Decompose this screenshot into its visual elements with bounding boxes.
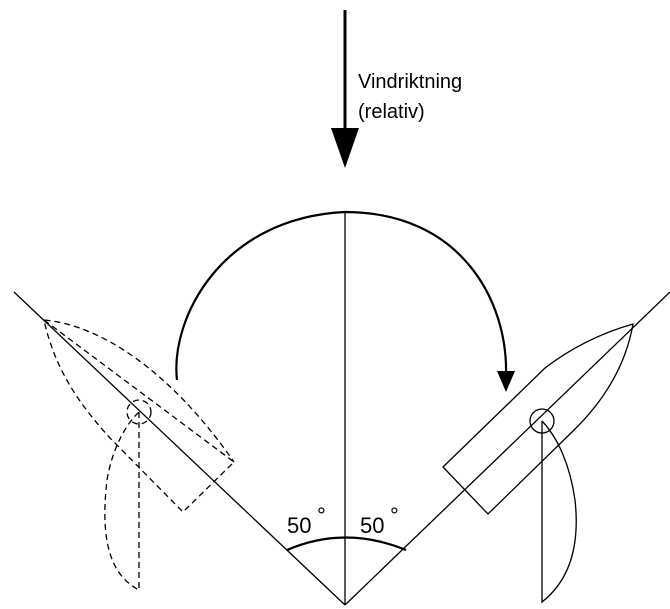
right-boat-solid: [443, 324, 633, 602]
left-boat-dashed: [44, 320, 234, 590]
wind-label-line2: (relativ): [358, 101, 425, 123]
angle-right-value: 50: [360, 513, 384, 538]
degree-left: °: [317, 503, 326, 528]
wind-direction-arrow: [331, 10, 359, 168]
right-course-line: [345, 292, 670, 605]
angle-right-label: 50 °: [360, 503, 399, 538]
wind-label-line1: Vindriktning: [358, 71, 462, 93]
tack-arc-arrow: [176, 212, 515, 392]
angle-left-value: 50: [287, 513, 311, 538]
angle-left-label: 50 °: [287, 503, 326, 538]
degree-right: °: [390, 503, 399, 528]
angle-arc: [287, 538, 406, 551]
right-boat-sail: [542, 421, 576, 602]
